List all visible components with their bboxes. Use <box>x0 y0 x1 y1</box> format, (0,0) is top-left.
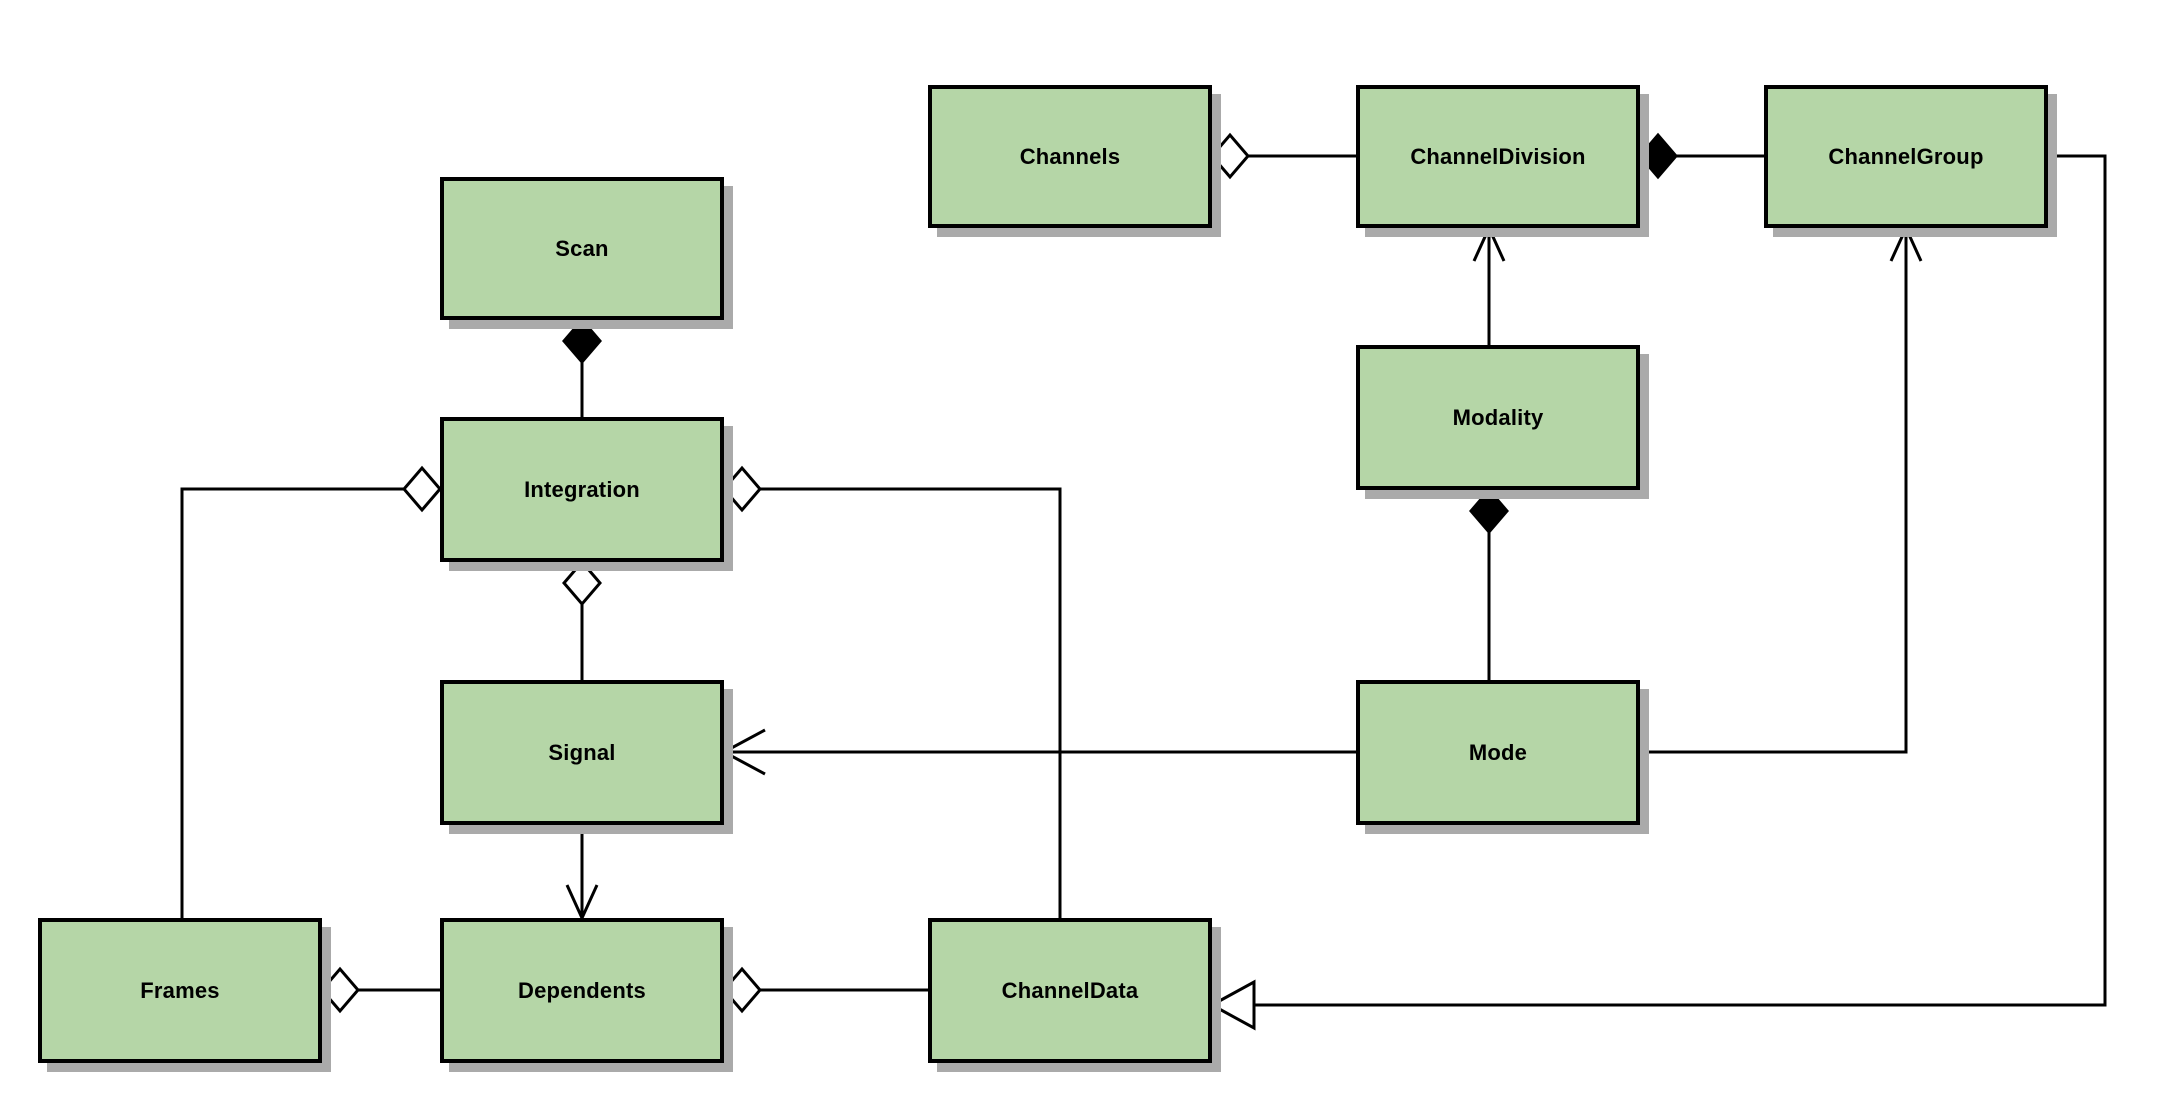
edge-integration-channeldata[interactable] <box>722 465 1062 918</box>
hollow-diamond-marker <box>722 966 762 1014</box>
hollow-diamond-marker <box>320 966 360 1014</box>
class-node-channeldata[interactable]: ChannelData <box>928 918 1212 1063</box>
edge-channeldivision-channelgroup[interactable] <box>1638 132 1764 180</box>
hollow-triangle-marker <box>1208 979 1256 1031</box>
class-node-mode[interactable]: Mode <box>1356 680 1640 825</box>
open-arrow-marker <box>720 728 766 776</box>
edge-modality-mode[interactable] <box>1469 487 1509 680</box>
open-arrow-marker <box>1472 224 1506 262</box>
edge-mode-channelgroup[interactable] <box>1640 224 1923 754</box>
edge-integration-frames[interactable] <box>180 465 442 918</box>
edge-modality-channeldivision[interactable] <box>1472 224 1506 345</box>
class-label-channeldivision: ChannelDivision <box>1410 143 1586 169</box>
class-node-scan[interactable]: Scan <box>440 177 724 320</box>
open-arrow-marker <box>1889 224 1923 262</box>
class-node-channelgroup[interactable]: ChannelGroup <box>1764 85 2048 228</box>
class-node-channeldivision[interactable]: ChannelDivision <box>1356 85 1640 228</box>
class-label-channeldata: ChannelData <box>1001 977 1139 1003</box>
edge-channelgroup-channeldata[interactable] <box>1208 154 2107 1031</box>
class-label-channelgroup: ChannelGroup <box>1828 143 1984 169</box>
hollow-diamond-marker <box>562 559 602 607</box>
hollow-diamond-marker <box>1210 132 1250 180</box>
class-node-signal[interactable]: Signal <box>440 680 724 825</box>
edge-dependents-channeldata[interactable] <box>722 966 928 1014</box>
edge-mode-signal[interactable] <box>720 728 1356 776</box>
filled-diamond-marker <box>1469 487 1509 535</box>
class-label-dependents: Dependents <box>518 977 646 1003</box>
edge-frames-dependents[interactable] <box>320 966 440 1014</box>
class-label-integration: Integration <box>524 476 640 502</box>
hollow-diamond-marker <box>722 465 762 513</box>
hollow-diamond-marker <box>402 465 442 513</box>
class-label-signal: Signal <box>548 739 616 765</box>
edge-channels-channeldivision[interactable] <box>1210 132 1356 180</box>
class-label-scan: Scan <box>555 235 609 261</box>
edge-integration-signal[interactable] <box>562 559 602 680</box>
filled-diamond-marker <box>1638 132 1678 180</box>
class-node-integration[interactable]: Integration <box>440 417 724 562</box>
class-label-frames: Frames <box>140 977 220 1003</box>
class-node-modality[interactable]: Modality <box>1356 345 1640 490</box>
class-node-dependents[interactable]: Dependents <box>440 918 724 1063</box>
class-node-frames[interactable]: Frames <box>38 918 322 1063</box>
class-label-channels: Channels <box>1019 143 1121 169</box>
class-label-modality: Modality <box>1452 404 1544 430</box>
filled-diamond-marker <box>562 317 602 365</box>
edge-scan-integration[interactable] <box>562 317 602 417</box>
class-label-mode: Mode <box>1468 739 1528 765</box>
class-node-channels[interactable]: Channels <box>928 85 1212 228</box>
